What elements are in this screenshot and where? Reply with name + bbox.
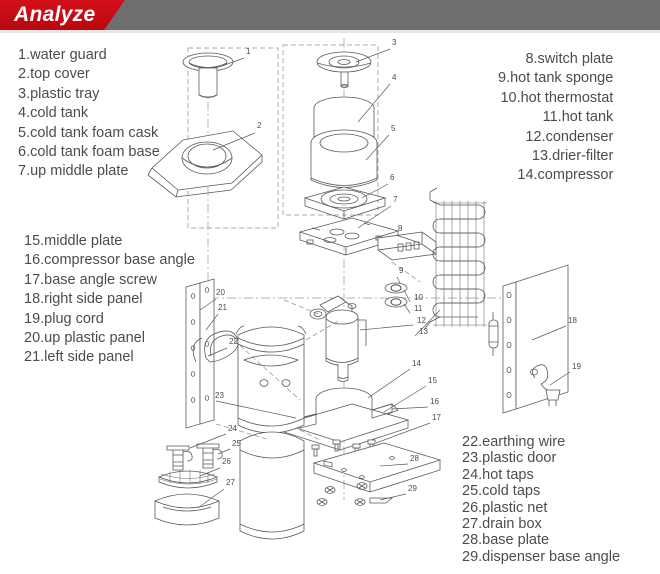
callout-number: 18 — [568, 316, 577, 325]
callout-number: 24 — [228, 424, 237, 433]
part-cold-tank-foam-base — [303, 186, 387, 220]
callout-number: 4 — [392, 73, 397, 82]
page-title: Analyze — [14, 3, 96, 26]
header-underline — [0, 30, 660, 33]
part-base-plate — [312, 442, 442, 493]
callout-number: 19 — [572, 362, 581, 371]
part-left-side-panel — [204, 330, 239, 363]
list-item: 12.condenser — [525, 128, 614, 145]
part-hot-tank — [309, 295, 367, 382]
callout-numbers: 1234567891011121314151617181920212223242… — [215, 38, 581, 493]
callout-number: 7 — [393, 195, 398, 204]
callout-number: 28 — [410, 454, 419, 463]
part-cold-tank-foam-cask — [310, 129, 378, 188]
callout-number: 5 — [391, 124, 396, 133]
callout-number: 16 — [430, 397, 439, 406]
list-item: 2.top cover — [18, 66, 90, 83]
header-banner: Analyze — [0, 0, 660, 33]
callout-number: 22 — [229, 337, 238, 346]
list-item: 16.compressor base angle — [24, 252, 195, 269]
list-item: 24.hot taps — [462, 466, 534, 483]
list-item: 22.earthing wire — [462, 434, 566, 450]
callout-number: 10 — [414, 293, 423, 302]
part-drier-filter — [488, 312, 499, 356]
part-right-side-panel — [502, 264, 569, 414]
parts-list-column-a: 1.water guard 2.top cover 3.plastic tray… — [18, 46, 160, 182]
list-item: 4.cold tank — [18, 105, 89, 122]
part-earthing-wire — [192, 337, 203, 363]
list-item: 8.switch plate — [525, 51, 614, 67]
list-item: 15.middle plate — [24, 233, 123, 249]
callout-number: 21 — [218, 303, 227, 312]
list-item: 1.water guard — [18, 47, 107, 63]
callout-number: 6 — [390, 173, 395, 182]
callout-number: 8 — [398, 224, 403, 233]
list-item: 6.cold tank foam base — [18, 144, 160, 161]
list-item: 9.hot tank sponge — [498, 70, 614, 87]
list-item: 17.base angle screw — [24, 271, 157, 288]
part-hot-taps — [166, 445, 193, 471]
list-item: 5.cold tank foam cask — [18, 124, 159, 141]
list-item: 28.base plate — [462, 532, 550, 549]
list-item: 7.up middle plate — [18, 163, 129, 180]
callout-number: 25 — [232, 439, 241, 448]
part-plug-cord — [530, 364, 561, 406]
list-item: 23.plastic door — [462, 450, 557, 467]
parts-list-column-d: 22.earthing wire 23.plastic door 24.hot … — [462, 434, 620, 565]
callout-number: 15 — [428, 376, 437, 385]
list-item: 18.right side panel — [24, 291, 143, 308]
callout-number: 2 — [257, 121, 262, 130]
part-condenser — [423, 187, 487, 331]
list-item: 26.plastic net — [462, 499, 548, 516]
list-item: 27.drain box — [462, 516, 542, 533]
part-plastic-door — [235, 325, 307, 540]
part-up-plastic-panel — [185, 278, 215, 429]
callout-number: 11 — [414, 304, 423, 313]
callout-number: 26 — [222, 457, 231, 466]
part-top-cover — [147, 130, 263, 198]
list-item: 20.up plastic panel — [24, 330, 145, 347]
list-item: 19.plug cord — [24, 310, 104, 327]
callout-number: 14 — [412, 359, 421, 368]
callout-number: 20 — [216, 288, 225, 297]
part-switch-plate — [377, 231, 437, 261]
part-drain-box — [154, 493, 220, 526]
parts-list-column-b: 8.switch plate 9.hot tank sponge 10.hot … — [498, 50, 613, 186]
parts-list-column-c: 15.middle plate 16.compressor base angle… — [24, 232, 195, 368]
callout-number: 9 — [399, 266, 404, 275]
list-item: 21.left side panel — [24, 349, 134, 366]
callout-number: 17 — [432, 413, 441, 422]
callout-number: 29 — [408, 484, 417, 493]
callout-number: 1 — [246, 47, 251, 56]
panel-holes — [506, 291, 512, 398]
header-red-tab — [0, 0, 125, 30]
part-plastic-tray — [316, 51, 372, 89]
callout-number: 12 — [417, 316, 426, 325]
assembly-guides — [215, 261, 421, 441]
list-item: 25.cold taps — [462, 483, 541, 500]
part-water-guard — [182, 52, 234, 98]
list-item: 11.hot tank — [542, 109, 614, 126]
callout-number: 27 — [226, 478, 235, 487]
part-up-middle-plate — [298, 217, 400, 256]
callout-number: 23 — [215, 391, 224, 400]
part-plastic-net — [157, 470, 219, 489]
list-item: 13.drier-filter — [531, 148, 614, 165]
list-item: 10.hot thermostat — [500, 89, 614, 106]
callout-number: 3 — [392, 38, 397, 47]
part-dispenser-base-angle — [316, 482, 394, 506]
list-item: 3.plastic tray — [18, 85, 100, 102]
callout-leader-lines — [189, 48, 571, 509]
callout-number: 13 — [419, 327, 428, 336]
part-cold-taps — [196, 443, 223, 469]
list-item: 14.compressor — [517, 167, 614, 184]
part-hot-tank-sponge — [384, 282, 408, 308]
list-item: 29.dispenser base angle — [462, 548, 621, 565]
